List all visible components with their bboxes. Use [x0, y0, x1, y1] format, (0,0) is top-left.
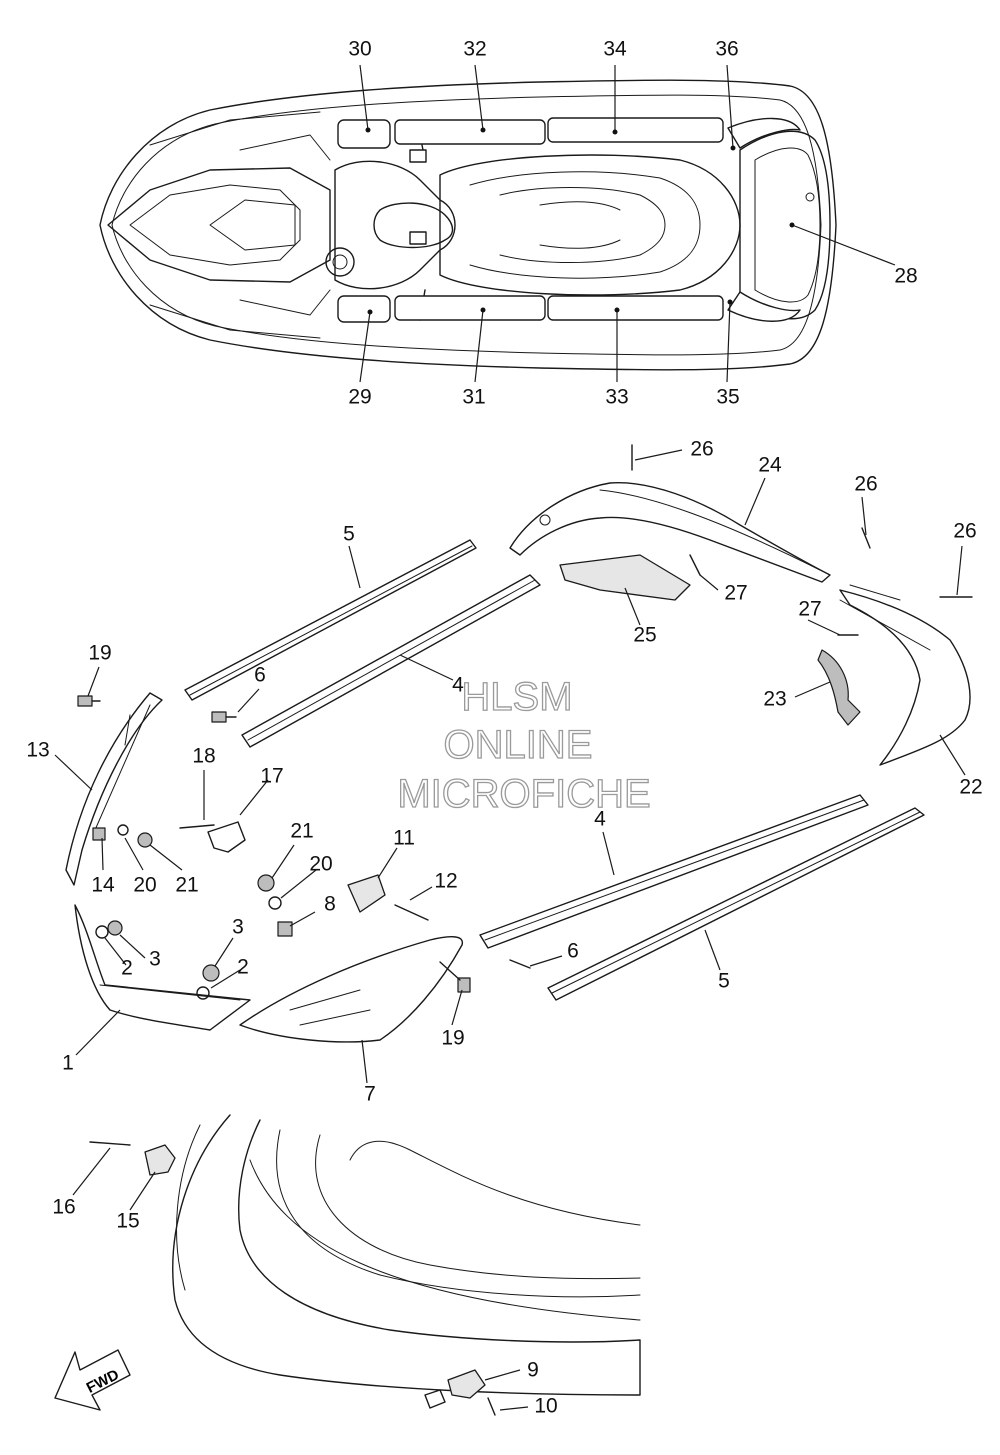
- callout-10: 10: [534, 1395, 557, 1418]
- callout-5-lower: 5: [718, 970, 730, 993]
- callout-21-mid: 21: [290, 820, 313, 843]
- callout-26-c: 26: [953, 520, 976, 543]
- watermark-line-1: HLSM: [461, 675, 572, 719]
- fasteners: [77, 444, 973, 1000]
- callout-14: 14: [91, 874, 115, 897]
- callout-20-left: 20: [133, 874, 156, 897]
- callout-27-b: 27: [724, 582, 747, 605]
- callout-7: 7: [364, 1083, 376, 1106]
- watermark-line-2: ONLINE: [444, 723, 593, 767]
- handle-part-23: [817, 649, 861, 726]
- callout-21-left: 21: [175, 874, 198, 897]
- hull-bracket-9: [447, 1369, 496, 1416]
- callout-36: 36: [715, 38, 738, 61]
- side-panel-part-7: [239, 936, 464, 1043]
- bumper-part-13: [65, 692, 163, 886]
- callout-23: 23: [763, 688, 786, 711]
- callout-17: 17: [260, 765, 283, 788]
- callout-26-b: 26: [854, 473, 877, 496]
- callout-4-lower: 4: [594, 808, 606, 831]
- callout-22: 22: [959, 776, 982, 799]
- callout-1: 1: [62, 1052, 74, 1075]
- callout-11: 11: [393, 827, 415, 850]
- callout-34: 34: [603, 38, 627, 61]
- callout-3-left: 3: [149, 948, 161, 971]
- callout-27-a: 27: [798, 598, 821, 621]
- callout-8: 8: [324, 893, 336, 916]
- callout-26-a: 26: [690, 438, 713, 461]
- rail-part-5-upper: [184, 539, 477, 701]
- hull-bracket-15: [89, 1141, 176, 1176]
- callout-32: 32: [463, 38, 486, 61]
- leader-lines: [54, 64, 966, 1411]
- callout-31: 31: [462, 386, 485, 409]
- callout-12: 12: [434, 870, 457, 893]
- rail-part-4-upper: [241, 574, 541, 748]
- watermark-line-3: MICROFICHE: [397, 772, 650, 816]
- callout-6-lower: 6: [567, 940, 579, 963]
- rail-part-4-lower: [479, 794, 869, 949]
- bracket-part-25: [559, 554, 691, 601]
- callout-15: 15: [116, 1210, 139, 1233]
- callout-3-right: 3: [232, 916, 244, 939]
- watermark: HLSM ONLINE MICROFICHE: [397, 674, 652, 816]
- callout-29: 29: [348, 386, 371, 409]
- callout-19-lower: 19: [441, 1027, 464, 1050]
- callout-13: 13: [26, 739, 49, 762]
- callout-9: 9: [527, 1359, 539, 1382]
- callout-5-upper: 5: [343, 523, 355, 546]
- callout-2-right: 2: [237, 956, 249, 979]
- nose-cap-part-1: [74, 904, 251, 1031]
- callout-33: 33: [605, 386, 628, 409]
- callout-25: 25: [633, 624, 656, 647]
- callout-18: 18: [192, 745, 215, 768]
- callout-6-upper: 6: [254, 664, 266, 687]
- callout-28: 28: [894, 265, 917, 288]
- callout-20-mid: 20: [309, 853, 332, 876]
- callout-24: 24: [758, 454, 782, 477]
- callout-4-upper: 4: [452, 674, 464, 697]
- callout-labels: 30 32 34 36 28 29 31 33 35 26 24 26 26 2…: [26, 38, 982, 1418]
- callout-19-upper: 19: [88, 642, 111, 665]
- rear-rail-part-24: [509, 482, 831, 583]
- callout-16: 16: [52, 1196, 75, 1219]
- craft-top-view: [99, 79, 837, 371]
- hull-front-view: [172, 1114, 641, 1409]
- stern-cover-part-22: [839, 584, 971, 766]
- fwd-arrow-icon: [54, 1349, 131, 1411]
- callout-30: 30: [348, 38, 371, 61]
- callout-2-left: 2: [121, 957, 133, 980]
- callout-35: 35: [716, 386, 739, 409]
